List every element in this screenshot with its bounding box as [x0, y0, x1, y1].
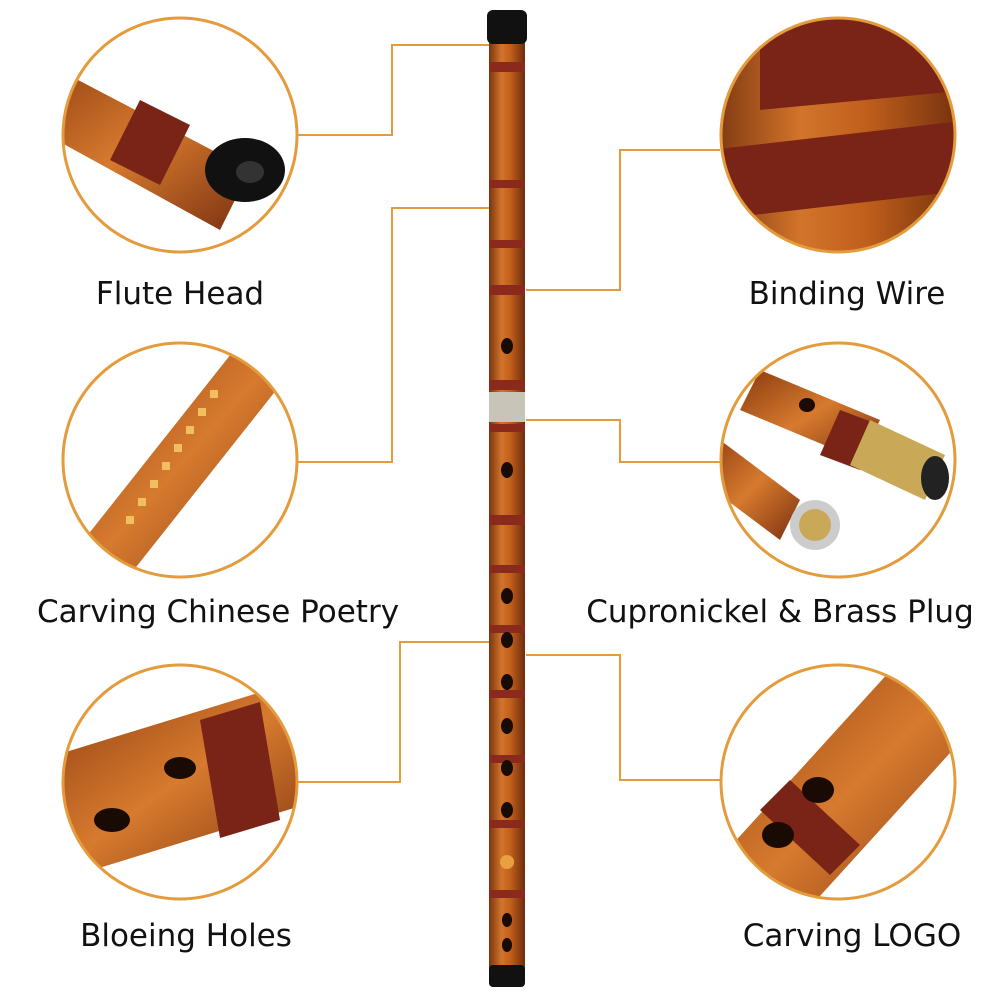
connector-flute-head: [298, 44, 490, 136]
holes-closeup: [61, 663, 299, 901]
flute: [487, 10, 527, 987]
connector-plug: [526, 419, 720, 463]
label-flute-head: Flute Head: [95, 276, 265, 312]
label-plug: Cupronickel & Brass Plug: [586, 594, 974, 630]
binding-wire-closeup: [719, 16, 957, 254]
label-carving-poetry: Carving Chinese Poetry: [36, 594, 400, 630]
connector-poetry: [298, 207, 490, 463]
connector-holes: [298, 641, 490, 783]
logo-closeup: [719, 663, 957, 901]
connector-lines: [298, 44, 720, 783]
label-binding-wire: Binding Wire: [748, 276, 946, 312]
poetry-closeup: [61, 341, 299, 579]
label-blowing-holes: Bloeing Holes: [80, 918, 292, 954]
label-carving-logo: Carving LOGO: [742, 918, 962, 954]
plug-closeup: [719, 341, 957, 579]
connector-binding: [526, 149, 720, 291]
connector-logo: [526, 654, 720, 781]
flute-head-closeup: [61, 16, 299, 254]
